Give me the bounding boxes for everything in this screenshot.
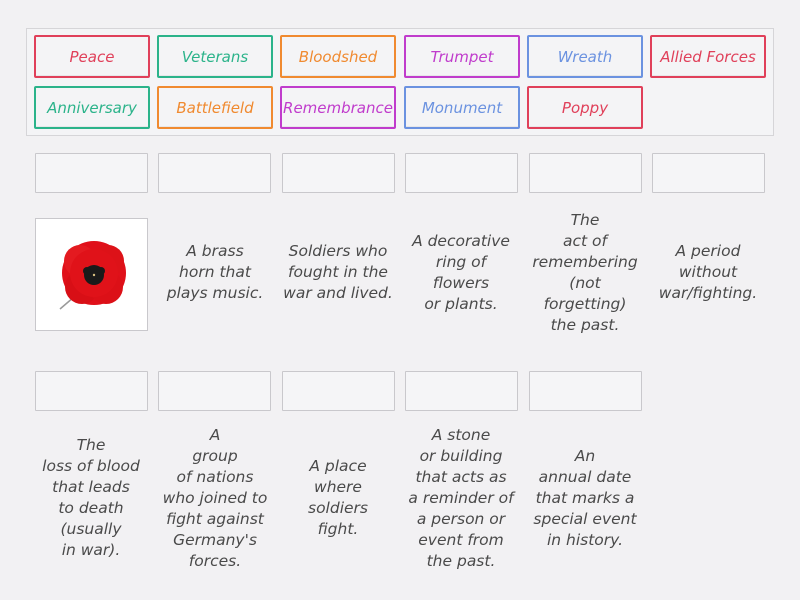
drop-slot[interactable]: [405, 153, 518, 193]
clue-text: A period without war/fighting.: [658, 242, 758, 302]
tile-bloodshed[interactable]: Bloodshed: [280, 35, 396, 78]
clue-text: A place where soldiers fight.: [308, 457, 368, 538]
tile-battlefield[interactable]: Battlefield: [157, 86, 273, 129]
tile-wreath[interactable]: Wreath: [527, 35, 643, 78]
tile-trumpet[interactable]: Trumpet: [404, 35, 520, 78]
clue-text: A decorative ring of flowers or plants.: [412, 231, 510, 313]
drop-slot[interactable]: [158, 371, 271, 411]
drop-slot[interactable]: [282, 153, 395, 193]
word-bank: Peace Veterans Bloodshed Trumpet Wreath …: [26, 28, 774, 136]
drop-slot[interactable]: [158, 153, 271, 193]
drop-slot[interactable]: [35, 153, 148, 193]
drop-slot[interactable]: [652, 153, 765, 193]
clue-text: Soldiers who fought in the war and lived…: [283, 242, 393, 302]
drop-slot[interactable]: [35, 371, 148, 411]
clue-text: The act of remembering (not forgetting) …: [532, 210, 638, 334]
tile-anniversary[interactable]: Anniversary: [34, 86, 150, 129]
clue-text: A group of nations who joined to fight a…: [162, 425, 268, 570]
tile-allied-forces[interactable]: Allied Forces: [650, 35, 766, 78]
clue-text: A stone or building that acts as a remin…: [408, 425, 514, 570]
tile-remembrance[interactable]: Remembrance: [280, 86, 396, 129]
tile-peace[interactable]: Peace: [34, 35, 150, 78]
poppy-image-clue: [35, 218, 148, 331]
red-poppy-image: [59, 240, 126, 310]
drop-slot[interactable]: [405, 371, 518, 411]
tile-veterans[interactable]: Veterans: [157, 35, 273, 78]
drop-slot[interactable]: [529, 153, 642, 193]
tile-poppy[interactable]: Poppy: [527, 86, 643, 129]
drop-slot[interactable]: [529, 371, 642, 411]
clue-text: An annual date that marks a special even…: [533, 446, 637, 549]
tile-monument[interactable]: Monument: [404, 86, 520, 129]
drop-slot[interactable]: [282, 371, 395, 411]
clue-text: The loss of blood that leads to death (u…: [42, 436, 140, 559]
clue-text: A brass horn that plays music.: [166, 242, 264, 302]
